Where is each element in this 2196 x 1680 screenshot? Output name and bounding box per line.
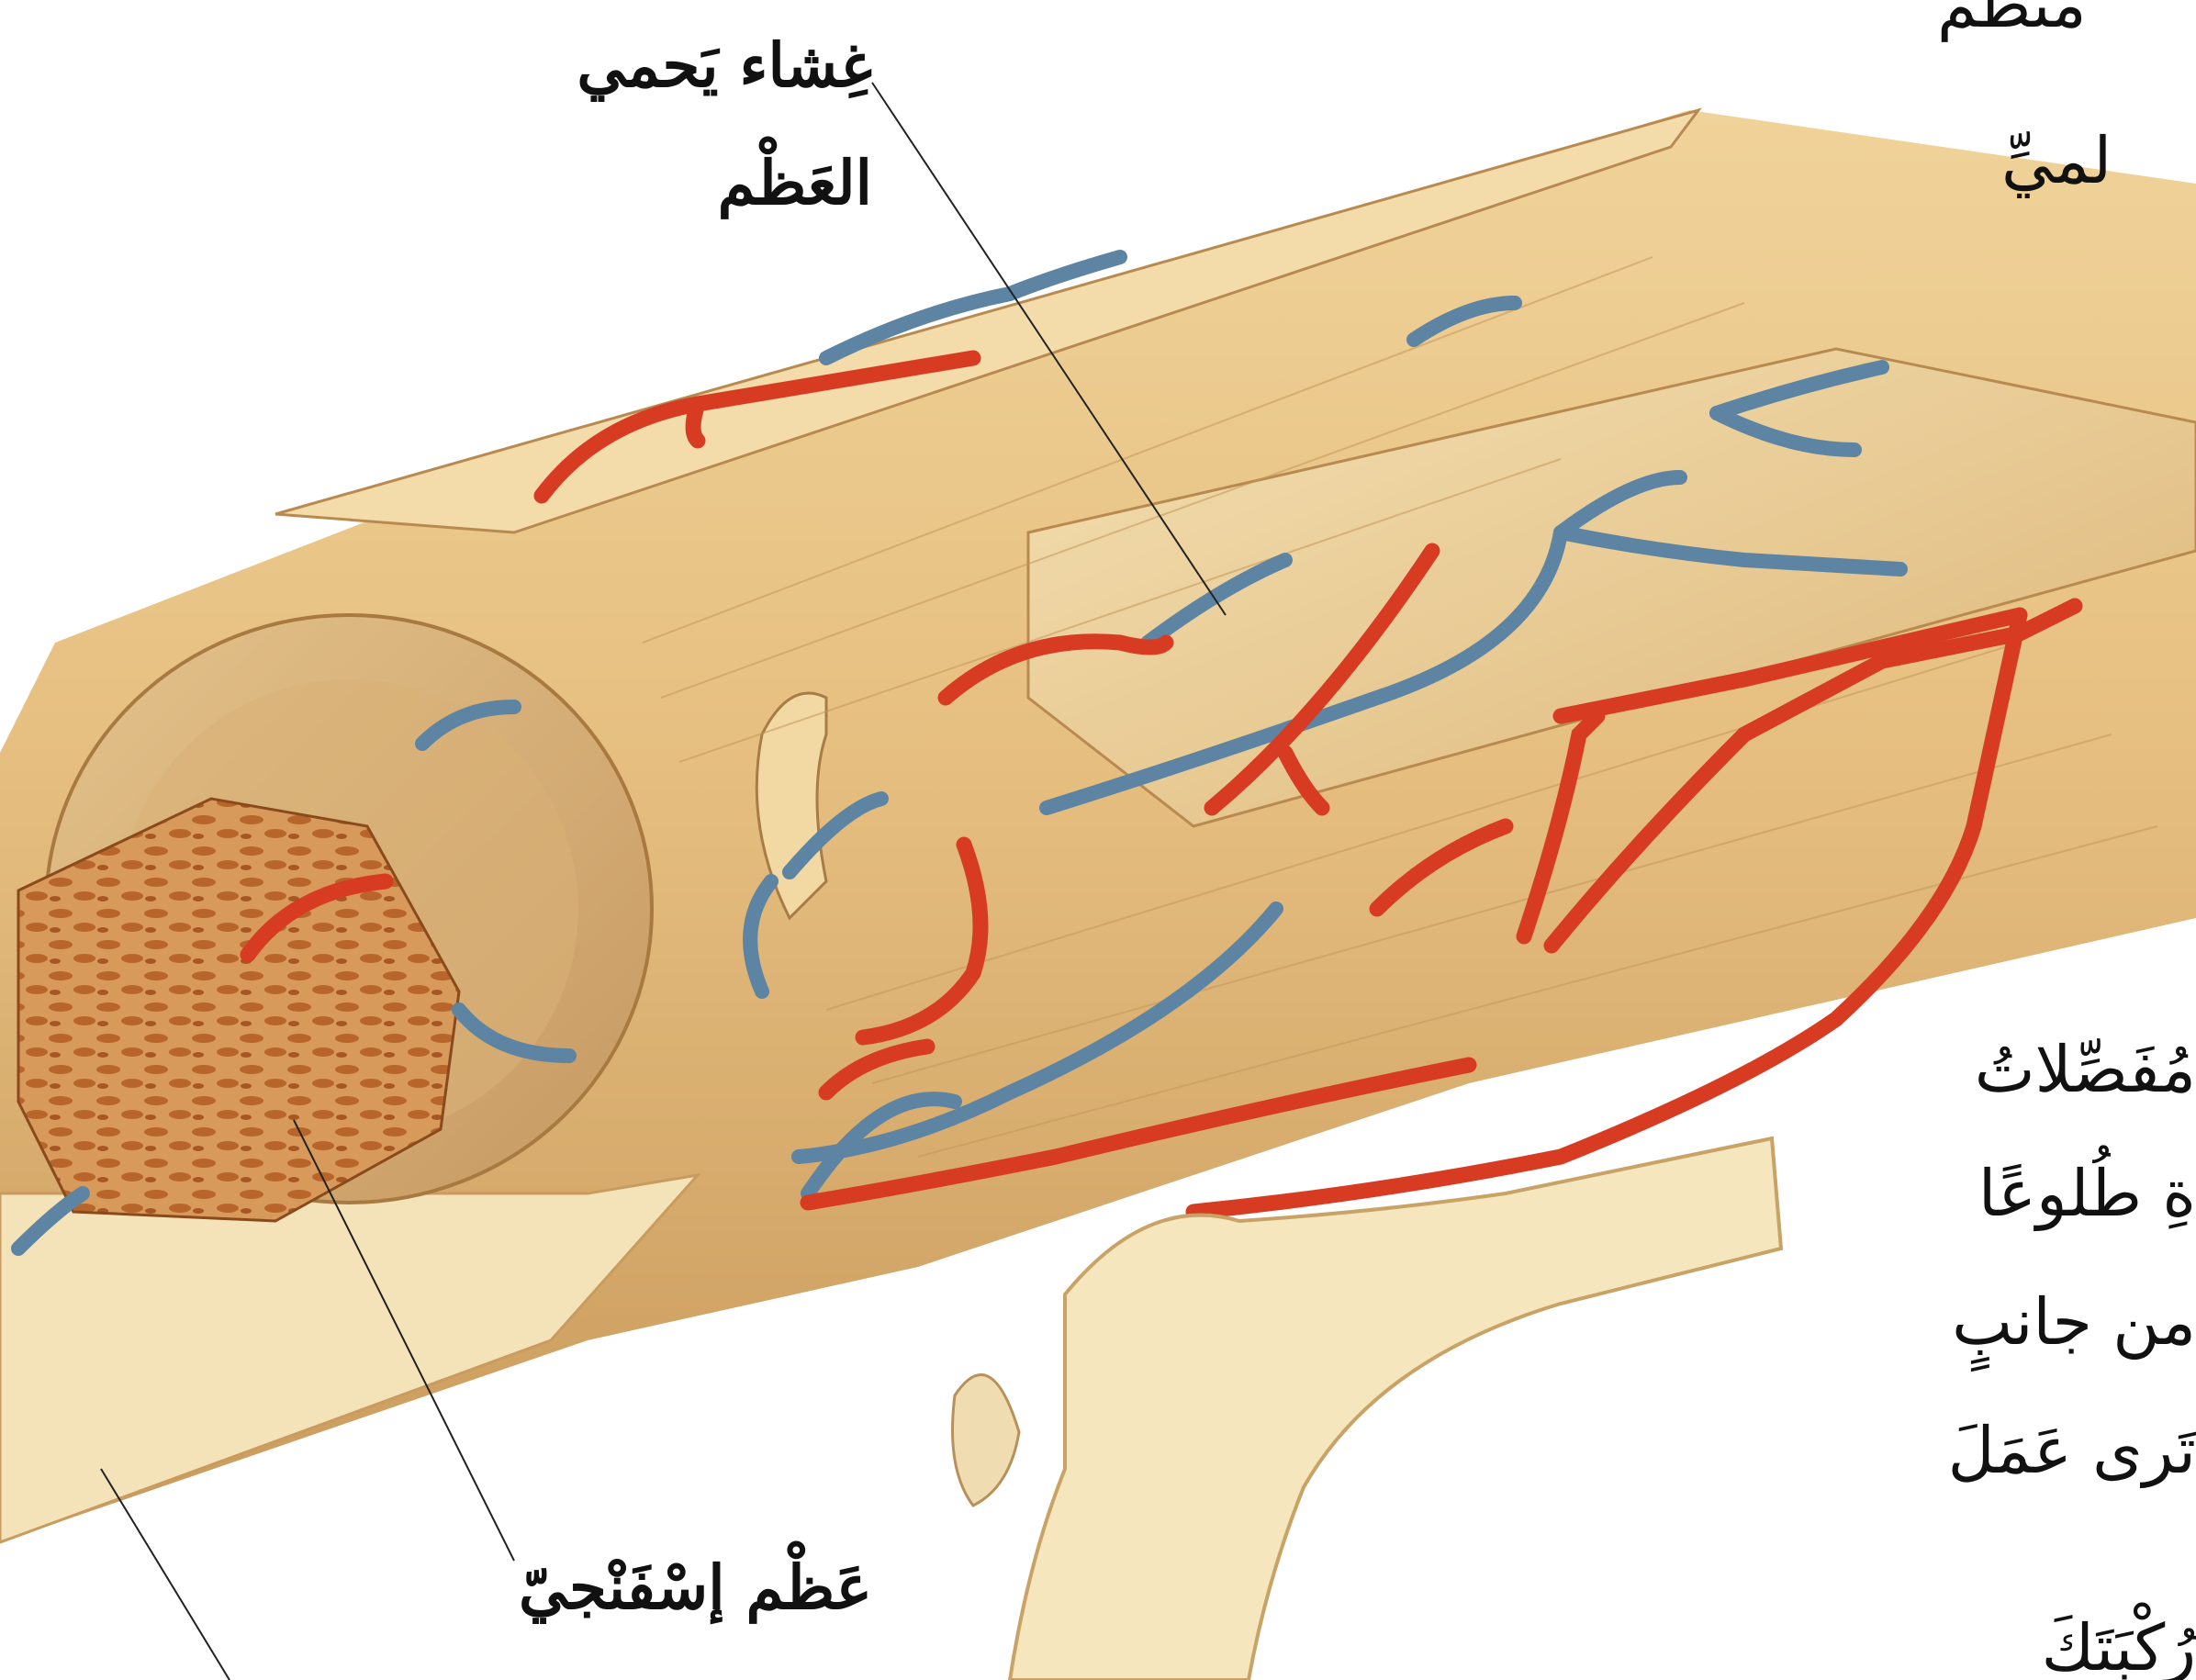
body-text-fragment-5: رُكْبَتَكَ <box>1799 1616 2196 1680</box>
body-text-fragment-4: تَرى عَمَلَ <box>1827 1418 2196 1483</box>
periosteum-label-line1: غِشاء يَحمي <box>523 29 872 101</box>
knee-joint-illustration <box>953 1138 1782 1680</box>
spongy-bone-label: عَظْم إسْفَنْجيّ <box>477 1551 872 1623</box>
body-text-fragment-3: من جانبٍ <box>1809 1290 2196 1354</box>
body-text-fragment-1: مُفَصِّلاتُ <box>1763 1037 2196 1102</box>
body-text-fragment-top-1: مَنظم <box>1937 0 2196 37</box>
body-text-fragment-top-2: لميِّ <box>2001 129 2196 193</box>
body-text-fragment-2: ةِ طُلوعًا <box>1809 1161 2196 1226</box>
periosteum-label-line2: العَظْم <box>597 147 872 218</box>
